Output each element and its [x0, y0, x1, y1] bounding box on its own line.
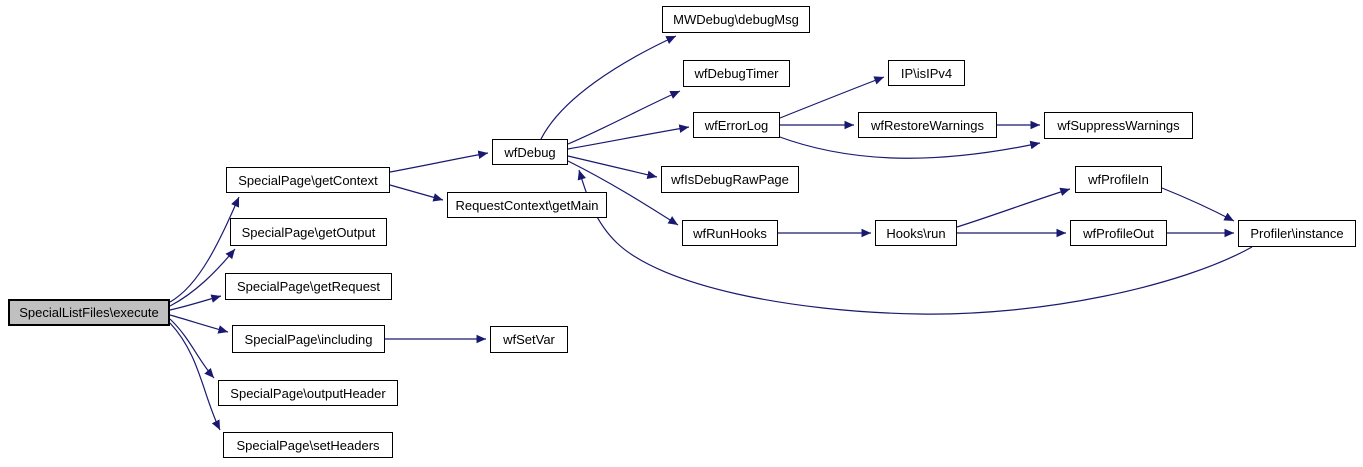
- node-requestcontext-getmain[interactable]: RequestContext\getMain: [447, 192, 607, 218]
- node-profiler-instance[interactable]: Profiler\instance: [1238, 220, 1356, 247]
- edge-wfErrorLog-wfSuppressWarnings: [776, 135, 1041, 159]
- edge-getContext-wfDebug: [389, 150, 489, 173]
- node-wfsetvar[interactable]: wfSetVar: [490, 326, 568, 353]
- edge-execute-setHeaders: [169, 322, 221, 431]
- node-wfisdebugrawpage[interactable]: wfIsDebugRawPage: [661, 166, 799, 193]
- node-specialpage-getcontext[interactable]: SpecialPage\getContext: [226, 167, 390, 193]
- node-specialpage-including[interactable]: SpecialPage\including: [232, 325, 385, 353]
- edge-wfDebug-wfErrorLog: [567, 124, 690, 150]
- edge-wfDebug-debugMsg: [540, 35, 677, 140]
- node-wfdebug[interactable]: wfDebug: [492, 139, 568, 165]
- edge-execute-getRequest: [169, 294, 222, 311]
- edge-execute-outputHeader: [169, 318, 215, 379]
- edge-execute-including: [169, 314, 229, 334]
- node-specialpage-getoutput[interactable]: SpecialPage\getOutput: [230, 218, 387, 246]
- node-speciallistfiles-execute[interactable]: SpecialListFiles\execute: [8, 299, 170, 326]
- edge-getContext-getMain: [389, 184, 444, 202]
- node-specialpage-outputheader[interactable]: SpecialPage\outputHeader: [218, 380, 398, 406]
- node-ip-isipv4[interactable]: IP\isIPv4: [888, 60, 965, 86]
- edge-execute-getContext: [169, 196, 240, 303]
- edge-execute-getOutput: [169, 248, 236, 307]
- node-wfrunhooks[interactable]: wfRunHooks: [682, 220, 778, 246]
- node-specialpage-getrequest[interactable]: SpecialPage\getRequest: [225, 273, 392, 300]
- edge-hooksRun-wfProfileIn: [956, 187, 1071, 228]
- node-hooks-run[interactable]: Hooks\run: [875, 220, 957, 246]
- node-wfprofilein[interactable]: wfProfileIn: [1075, 166, 1162, 193]
- edge-profilerInstance-wfDebug: [577, 169, 1253, 315]
- node-mwdebug-debugmsg[interactable]: MWDebug\debugMsg: [662, 6, 810, 33]
- edge-wfDebug-wfRunHooks: [567, 160, 679, 226]
- node-wfdebugtimer[interactable]: wfDebugTimer: [683, 60, 790, 87]
- node-wfsuppresswarnings[interactable]: wfSuppressWarnings: [1044, 112, 1193, 139]
- node-wferrorlog[interactable]: wfErrorLog: [693, 112, 780, 138]
- edge-wfErrorLog-isIPv4: [779, 76, 885, 119]
- edge-wfProfileIn-profilerInstance: [1161, 187, 1235, 222]
- edge-wfDebug-wfDebugTimer: [567, 90, 681, 145]
- node-wfprofileout[interactable]: wfProfileOut: [1070, 220, 1167, 246]
- edge-wfDebug-wfIsDebugRawPage: [567, 155, 658, 179]
- node-wfrestorewarnings[interactable]: wfRestoreWarnings: [858, 112, 997, 138]
- node-specialpage-setheaders[interactable]: SpecialPage\setHeaders: [223, 432, 393, 458]
